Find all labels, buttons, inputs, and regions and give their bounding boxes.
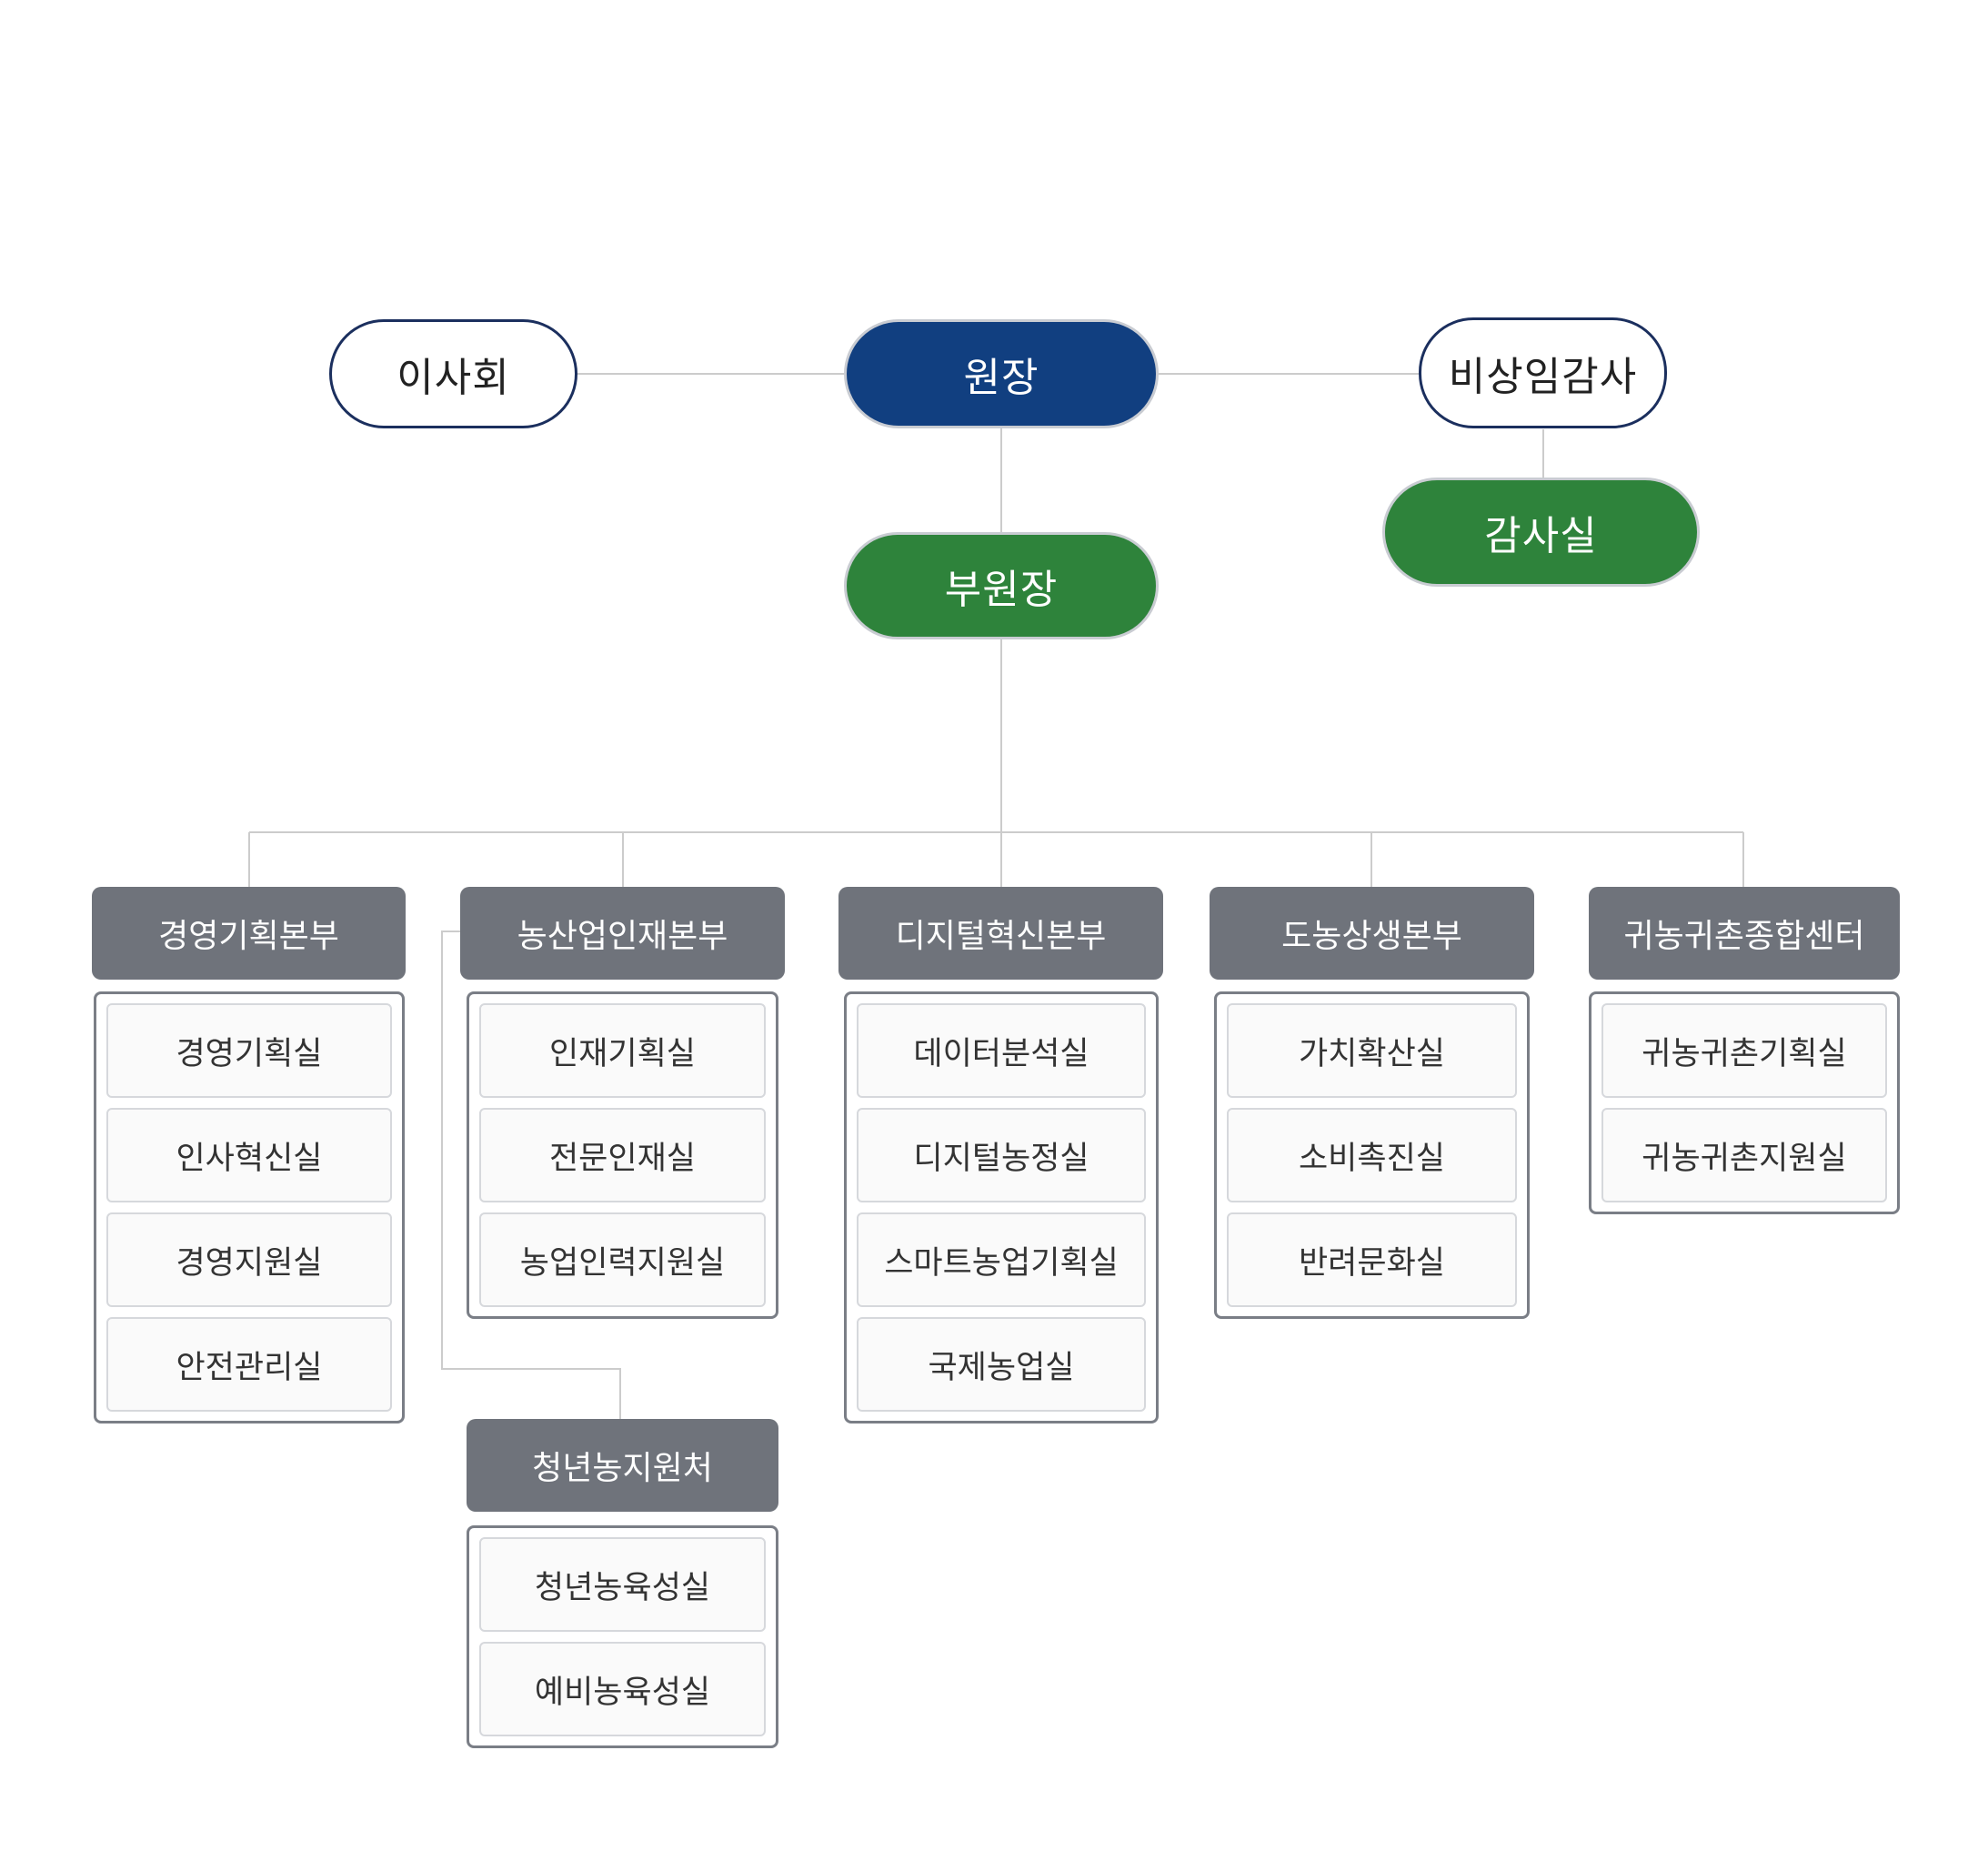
department-name: 디지털혁신본부 (895, 918, 1107, 955)
unit-item: 예비농육성실 (479, 1642, 766, 1736)
vice-president-node: 부원장 (844, 532, 1159, 639)
unit-list: 가치확산실 소비촉진실 반려문화실 (1214, 991, 1530, 1319)
unit-item: 농업인력지원실 (479, 1212, 766, 1307)
department-header: 경영기획본부 (92, 887, 406, 980)
unit-label: 청년농육성실 (534, 1569, 711, 1606)
unit-item: 인사혁신실 (106, 1108, 392, 1202)
board-label: 이사회 (397, 355, 510, 401)
unit-label: 경영지원실 (176, 1244, 323, 1282)
unit-list: 귀농귀촌기획실 귀농귀촌지원실 (1589, 991, 1900, 1214)
unit-label: 경영기획실 (176, 1035, 323, 1072)
unit-label: 농업인력지원실 (519, 1244, 726, 1282)
unit-list: 인재기획실 전문인재실 농업인력지원실 (467, 991, 778, 1319)
unit-label: 데이터분석실 (913, 1035, 1089, 1072)
auditor-node: 비상임감사 (1419, 317, 1667, 428)
unit-item: 경영지원실 (106, 1212, 392, 1307)
unit-label: 귀농귀촌기획실 (1642, 1035, 1847, 1072)
unit-label: 스마트농업기획실 (884, 1244, 1119, 1282)
sub-unit-list: 청년농육성실 예비농육성실 (467, 1525, 778, 1748)
unit-list: 경영기획실 인사혁신실 경영지원실 안전관리실 (94, 991, 405, 1423)
unit-label: 인사혁신실 (176, 1140, 323, 1177)
unit-label: 반려문화실 (1298, 1244, 1445, 1282)
vice-president-label: 부원장 (944, 567, 1059, 613)
unit-item: 디지털농정실 (857, 1108, 1146, 1202)
sub-department-name: 청년농지원처 (532, 1450, 713, 1487)
unit-label: 소비촉진실 (1298, 1140, 1445, 1177)
unit-label: 가치확산실 (1298, 1035, 1445, 1072)
unit-item: 귀농귀촌지원실 (1601, 1108, 1887, 1202)
unit-list: 데이터분석실 디지털농정실 스마트농업기획실 국제농업실 (844, 991, 1159, 1423)
unit-label: 귀농귀촌지원실 (1642, 1140, 1847, 1177)
unit-label: 디지털농정실 (913, 1140, 1089, 1177)
unit-label: 예비농육성실 (534, 1674, 711, 1711)
department-header: 농산업인재본부 (460, 887, 785, 980)
president-node: 원장 (844, 319, 1159, 428)
president-label: 원장 (963, 355, 1039, 401)
auditor-label: 비상임감사 (1448, 354, 1638, 400)
unit-item: 전문인재실 (479, 1108, 766, 1202)
audit-office-label: 감사실 (1484, 513, 1598, 559)
unit-item: 청년농육성실 (479, 1537, 766, 1632)
department-name: 도농상생본부 (1281, 918, 1462, 955)
line-sub-department (441, 931, 621, 1419)
unit-label: 안전관리실 (176, 1349, 323, 1386)
department-header: 도농상생본부 (1210, 887, 1534, 980)
unit-item: 소비촉진실 (1227, 1108, 1517, 1202)
unit-label: 인재기획실 (548, 1035, 696, 1072)
unit-label: 국제농업실 (928, 1349, 1075, 1386)
sub-department-header: 청년농지원처 (467, 1419, 778, 1512)
department-name: 농산업인재본부 (517, 918, 728, 955)
board-node: 이사회 (329, 319, 577, 428)
unit-item: 인재기획실 (479, 1003, 766, 1098)
unit-item: 스마트농업기획실 (857, 1212, 1146, 1307)
unit-item: 가치확산실 (1227, 1003, 1517, 1098)
department-header: 귀농귀촌종합센터 (1589, 887, 1900, 980)
unit-item: 귀농귀촌기획실 (1601, 1003, 1887, 1098)
department-header: 디지털혁신본부 (838, 887, 1163, 980)
unit-item: 안전관리실 (106, 1317, 392, 1412)
unit-label: 전문인재실 (548, 1140, 696, 1177)
unit-item: 반려문화실 (1227, 1212, 1517, 1307)
department-name: 귀농귀촌종합센터 (1623, 918, 1865, 955)
unit-item: 데이터분석실 (857, 1003, 1146, 1098)
department-name: 경영기획본부 (158, 918, 339, 955)
unit-item: 국제농업실 (857, 1317, 1146, 1412)
unit-item: 경영기획실 (106, 1003, 392, 1098)
audit-office-node: 감사실 (1382, 478, 1700, 587)
